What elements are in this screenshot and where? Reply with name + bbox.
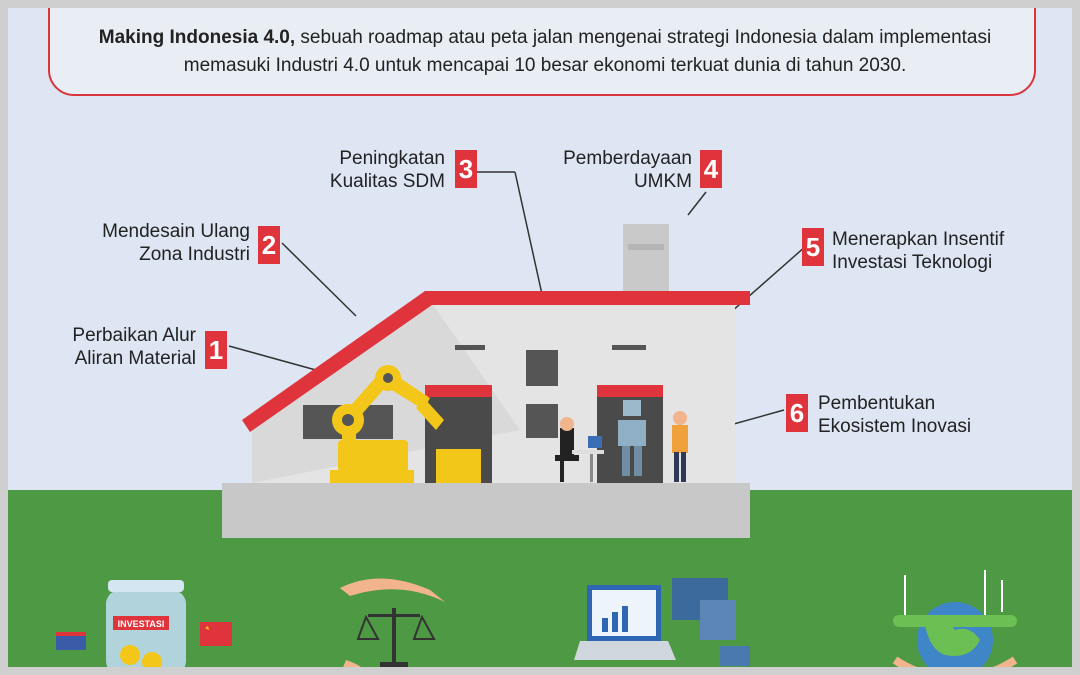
factory-roof — [242, 291, 750, 432]
step-6-label: Pembentukan Ekosistem Inovasi — [818, 393, 972, 437]
chimney — [623, 224, 669, 292]
justice-scale-icon — [340, 578, 445, 675]
investment-jar-icon — [56, 580, 232, 675]
intro-bold: Making Indonesia 4.0, — [98, 27, 296, 48]
step-3-number: 3 — [455, 150, 477, 188]
step-6-number: 6 — [786, 394, 808, 432]
foundation — [222, 483, 750, 538]
step-3-label: Peningkatan Kualitas SDM — [329, 148, 445, 192]
step-4-number: 4 — [700, 150, 722, 188]
step-1-label: Perbaikan Alur Aliran Material — [72, 325, 196, 369]
jar-label: INVESTASI — [118, 619, 165, 629]
intro-text: Making Indonesia 4.0, sebuah roadmap ata… — [70, 24, 1020, 80]
intro-line1: sebuah roadmap atau peta jalan mengenai … — [295, 27, 992, 48]
technology-laptop-icon — [574, 578, 750, 666]
step-2-label: Mendesain Ulang Zona Industri — [102, 221, 250, 265]
intro-line2: memasuki Industri 4.0 untuk mencapai 10 … — [183, 55, 907, 76]
green-earth-icon — [892, 570, 1018, 675]
robot-arm — [330, 365, 444, 483]
engineer — [672, 411, 688, 482]
intro-box — [48, 0, 1036, 96]
step-5-label: Menerapkan Insentif Investasi Teknologi — [832, 229, 1005, 273]
step-5-number: 5 — [802, 228, 824, 266]
step-2-number: 2 — [258, 226, 280, 264]
service-robot — [618, 400, 646, 476]
worker-at-desk — [555, 417, 604, 482]
step-1-number: 1 — [205, 331, 227, 369]
step-4-label: Pemberdayaan UMKM — [563, 148, 692, 192]
